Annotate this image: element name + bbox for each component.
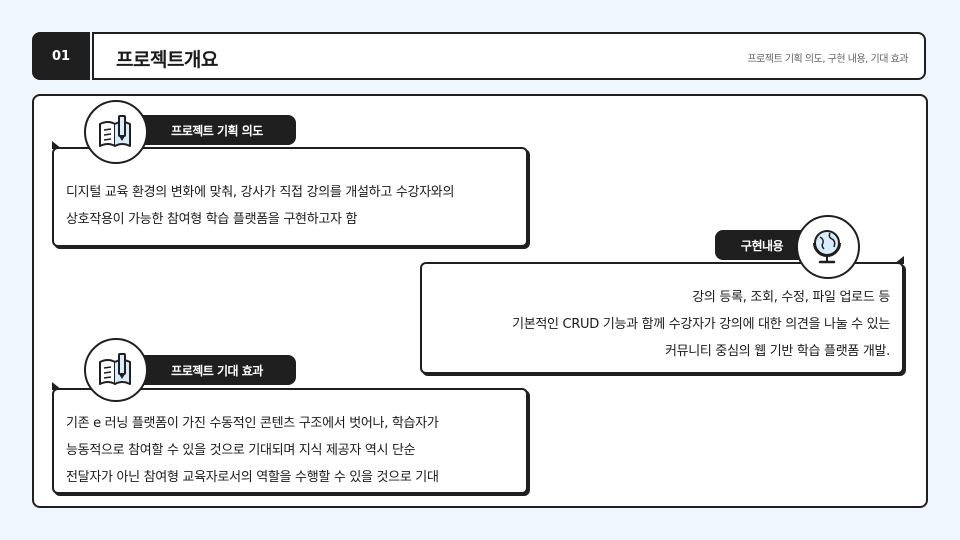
text-line: 강의 등록, 조회, 수정, 파일 업로드 등 [692,290,890,305]
page-subtitle: 프로젝트 기획 의도, 구현 내용, 기대 효과 [747,54,908,65]
planning-intent-text: 디지털 교육 환경의 변화에 맞춰, 강사가 직접 강의를 개설하고 수강자와의… [66,179,454,233]
globe-icon [796,215,860,279]
implementation-text: 강의 등록, 조회, 수정, 파일 업로드 등 기본적인 CRUD 기능과 함께… [512,284,890,365]
book-pen-icon [84,100,148,164]
implementation-card: 강의 등록, 조회, 수정, 파일 업로드 등 기본적인 CRUD 기능과 함께… [420,262,904,374]
section-number: 01 [32,32,90,80]
text-line: 전달자가 아닌 참여형 교육자로서의 역할을 수행할 수 있을 것으로 기대 [66,470,439,485]
book-pen-icon [84,338,148,402]
title-bar: 프로젝트개요 프로젝트 기획 의도, 구현 내용, 기대 효과 [92,32,926,80]
text-line: 기본적인 CRUD 기능과 함께 수강자가 강의에 대한 의견을 나눌 수 있는 [512,317,890,332]
page-title: 프로젝트개요 [116,49,218,71]
expected-effect-text: 기존 e 러닝 플랫폼이 가진 수동적인 콘텐츠 구조에서 벗어나, 학습자가 … [66,410,439,491]
planning-intent-card: 디지털 교육 환경의 변화에 맞춰, 강사가 직접 강의를 개설하고 수강자와의… [52,147,528,247]
card-corner-decoration [52,141,62,149]
text-line: 커뮤니티 중심의 웹 기반 학습 플랫폼 개발. [664,344,890,359]
text-line: 디지털 교육 환경의 변화에 맞춰, 강사가 직접 강의를 개설하고 수강자와의 [66,185,455,200]
card-corner-decoration [52,382,62,390]
text-line: 능동적으로 참여할 수 있을 것으로 기대되며 지식 제공자 역시 단순 [66,443,416,458]
card-corner-decoration [894,256,904,264]
expected-effect-card: 기존 e 러닝 플랫폼이 가진 수동적인 콘텐츠 구조에서 벗어나, 학습자가 … [52,388,528,494]
text-line: 상호작용이 가능한 참여형 학습 플랫폼을 구현하고자 함 [66,212,358,227]
text-line: 기존 e 러닝 플랫폼이 가진 수동적인 콘텐츠 구조에서 벗어나, 학습자가 [66,416,439,431]
